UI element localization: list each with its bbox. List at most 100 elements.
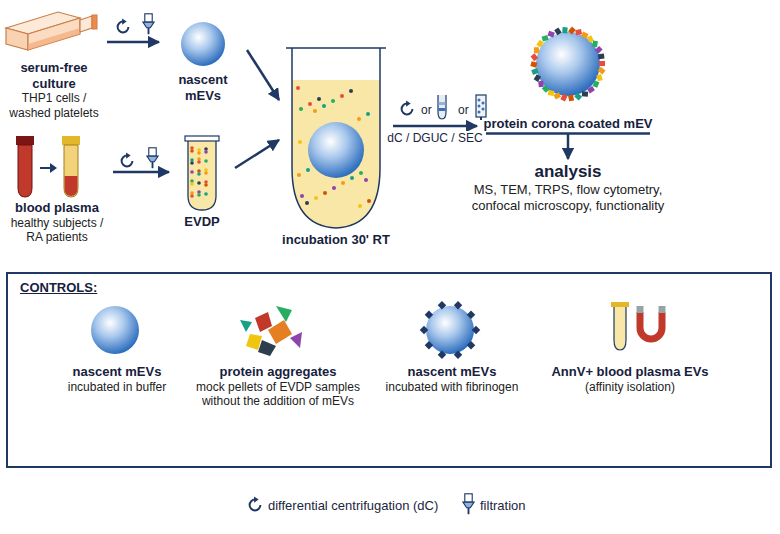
particle <box>300 194 304 198</box>
culture-flask <box>6 28 28 50</box>
node-heading: CONTROLS: <box>20 280 770 296</box>
particle <box>197 172 201 176</box>
filter-icon <box>143 14 154 34</box>
particle <box>296 86 300 90</box>
protein-aggregates <box>268 320 292 344</box>
protein-particle <box>538 81 544 87</box>
mev-sphere <box>91 306 139 354</box>
particle <box>190 182 194 186</box>
controls-box: CONTROLS:nascent mEVsincubated in buffer… <box>6 272 772 468</box>
particle <box>364 178 368 182</box>
incubation-tube <box>308 122 364 178</box>
culture-flask <box>80 16 92 32</box>
protein-particle <box>530 61 537 67</box>
fibrinogen-particle <box>472 326 480 334</box>
particle <box>297 173 301 177</box>
centrifuge-icon <box>122 152 133 166</box>
control-item: nascent mEVsincubated in buffer <box>42 302 192 394</box>
magnet-icon <box>640 312 662 339</box>
culture-flask <box>92 15 97 29</box>
protein-particle <box>548 90 555 96</box>
protein-particle <box>593 80 600 87</box>
particle <box>340 94 344 98</box>
flow-arrow <box>113 171 169 174</box>
node-heading: nascent mEVs <box>42 364 192 380</box>
magnet-icon <box>659 306 666 313</box>
particles <box>190 146 208 198</box>
centrifuge-icon <box>250 496 261 510</box>
filter-icon <box>147 148 158 168</box>
protein-aggregates <box>290 332 302 348</box>
protein-particle <box>574 93 582 101</box>
particle <box>299 107 303 111</box>
or-label: or <box>419 103 434 117</box>
node-text: THP1 cells / washed platelets <box>2 91 106 120</box>
blood-tube <box>16 136 34 145</box>
fibrinogen-particle <box>438 301 446 309</box>
protein-particle <box>534 74 541 82</box>
particle <box>204 150 208 154</box>
incubation-tube <box>286 48 386 228</box>
node-text: incubated in buffer <box>42 380 192 394</box>
protein-particle <box>592 41 598 48</box>
particle <box>317 97 321 101</box>
analysis-node: analysisMS, TEM, TRPS, flow cytometry, c… <box>463 160 673 214</box>
protein-aggregates <box>240 306 302 356</box>
control-item: AnnV+ blood plasma EVs(affinity isolatio… <box>542 302 718 394</box>
fibrinogen-particle <box>425 310 433 318</box>
tube-icon <box>438 95 446 119</box>
node-heading: AnnV+ blood plasma EVs <box>542 364 718 380</box>
particle <box>359 171 363 175</box>
culture-source: serum-free cultureTHP1 cells / washed pl… <box>2 6 106 120</box>
particle <box>366 112 370 116</box>
fibrinogen-particle <box>454 350 462 358</box>
particle <box>190 149 194 153</box>
culture-flask <box>28 28 80 50</box>
affinity-tube <box>611 302 629 350</box>
particle <box>190 170 194 174</box>
bracket-bar <box>486 132 650 135</box>
protein-corona <box>530 27 605 102</box>
node-heading: incubation 30' RT <box>280 232 392 248</box>
particle <box>305 201 309 205</box>
particle <box>341 181 345 185</box>
plasma-tube <box>64 145 78 197</box>
evdp-tube <box>188 140 216 210</box>
affinity-tube <box>614 306 626 350</box>
particle <box>197 193 201 197</box>
particle <box>357 117 361 121</box>
particle <box>204 171 208 175</box>
protein-particle <box>547 31 554 38</box>
protein-particle <box>560 94 567 102</box>
fibrinogen-particle <box>454 301 462 309</box>
node-heading: nascent mEVs <box>160 72 246 103</box>
protein-particle <box>587 35 594 43</box>
protein-particle <box>568 94 574 101</box>
magnet-icon <box>637 306 644 313</box>
particle <box>349 89 353 93</box>
node-heading: analysis <box>463 162 673 182</box>
culture-flask <box>6 12 97 50</box>
flow-arrow <box>107 41 159 44</box>
centrifuge-icon <box>402 100 413 114</box>
corona-sphere <box>536 32 600 96</box>
protein-particle <box>598 54 605 60</box>
node-heading: EVDP <box>170 214 234 230</box>
node-text: mock pellets of EVDP samples without the… <box>192 380 364 409</box>
particle <box>197 151 201 155</box>
protein-aggregates <box>258 340 276 356</box>
fibrinogen-particle <box>420 326 428 334</box>
particle <box>306 168 310 172</box>
node-heading: nascent mEVs <box>370 364 534 380</box>
protein-particle <box>598 67 606 75</box>
fibrinogen-particle <box>425 341 433 349</box>
protein-particle <box>534 47 539 53</box>
small-arrow <box>50 163 57 173</box>
node-text: (affinity isolation) <box>542 380 718 394</box>
plasma-source: blood plasmahealthy subjects / RA patien… <box>2 132 112 244</box>
or-label: or <box>456 103 471 117</box>
magnet-icon <box>637 306 666 339</box>
legend-text: differential centrifugation (dC) <box>268 498 438 513</box>
